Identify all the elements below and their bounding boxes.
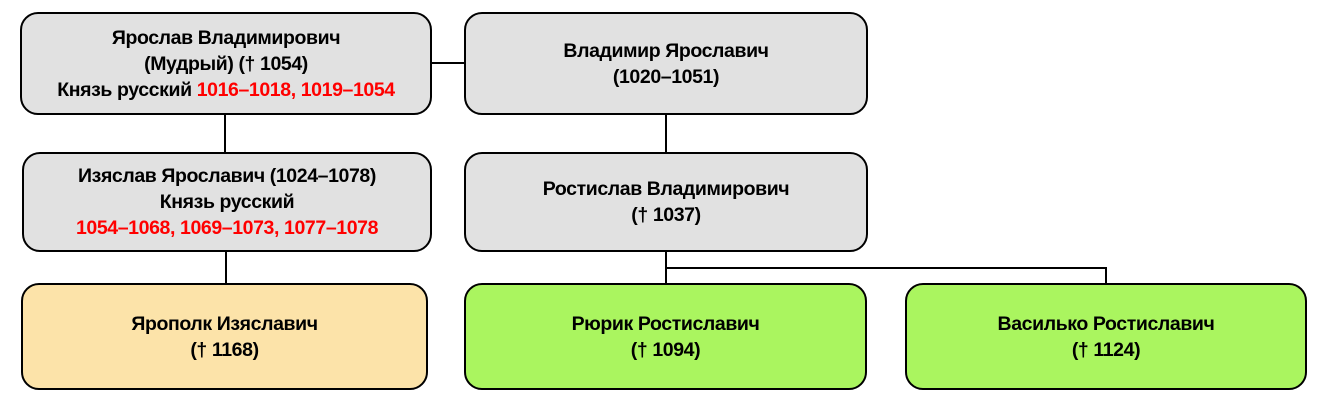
connector-rostislav-vasilko — [1105, 267, 1107, 283]
connector-rostislav-children-bar — [665, 267, 1107, 269]
node-dates-line: (1020–1051) — [612, 65, 720, 88]
connector-yaroslav-vladimir — [432, 62, 464, 64]
node-dates-line: († 1037) — [631, 204, 701, 226]
node-yaropolk-izyaslavich: Ярополк Изяславич († 1168) — [21, 283, 428, 390]
node-izyaslav-yaroslavich: Изяслав Ярославич (1024–1078) Князь русс… — [22, 152, 432, 252]
node-dates-line: (Мудрый) († 1054) — [144, 52, 308, 75]
node-name-line: Ярослав Владимирович — [111, 26, 341, 49]
node-vladimir-yaroslavich: Владимир Ярославич (1020–1051) — [464, 12, 868, 115]
node-name-line: Рюрик Ростиславич — [571, 312, 760, 335]
reign-dates: 1016–1018, 1019–1054 — [196, 78, 395, 101]
node-name-line: Владимир Ярославич — [563, 39, 769, 62]
node-rostislav-vladimirovich: Ростислав Владимирович († 1037) — [464, 152, 868, 252]
connector-izyaslav-yaropolk — [225, 252, 227, 283]
connector-vladimir-rostislav — [665, 115, 667, 152]
reign-dates: 1054–1068, 1069–1073, 1077–1078 — [75, 217, 379, 239]
node-dates-line: († 1168) — [190, 338, 259, 361]
node-name-line: Изяслав Ярославич (1024–1078) — [78, 165, 376, 187]
node-title-line: Князь русский 1016–1018, 1019–1054 — [57, 77, 395, 103]
node-name-line: Ярополк Изяславич — [131, 312, 318, 335]
node-name-line: Ростислав Владимирович — [542, 178, 790, 200]
title-text: Князь русский — [57, 78, 197, 101]
node-title-line: Князь русский — [159, 191, 295, 213]
node-vasilko-rostislavich: Василько Ростиславич († 1124) — [905, 283, 1307, 390]
node-rurik-rostislavich: Рюрик Ростиславич († 1094) — [464, 283, 867, 390]
connector-yaroslav-izyaslav — [224, 115, 226, 152]
node-dates-line: († 1094) — [630, 338, 701, 361]
node-dates-line: († 1124) — [1071, 338, 1141, 361]
node-name-line: Василько Ростиславич — [997, 312, 1215, 335]
node-yaroslav-vladimirovich: Ярослав Владимирович (Мудрый) († 1054) К… — [20, 12, 432, 115]
